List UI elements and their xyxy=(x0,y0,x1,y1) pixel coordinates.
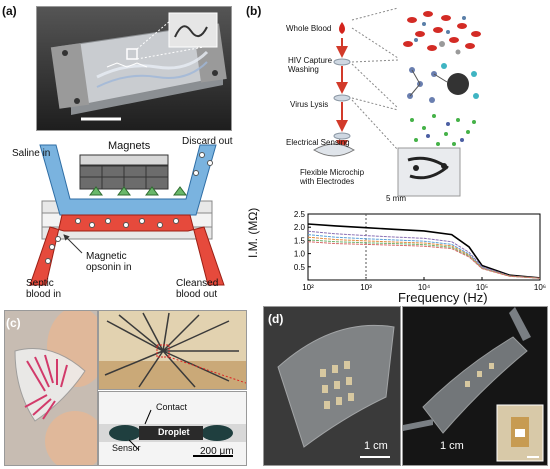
panel-c-label: (c) xyxy=(6,316,21,330)
chip-photo xyxy=(397,147,461,197)
panel-d-photo-left xyxy=(263,306,401,466)
x-tick-label: 10³ xyxy=(360,283,372,292)
transparent-sensor-image xyxy=(264,307,400,465)
series-line-0 xyxy=(307,223,541,279)
y-tick-label: 1.5 xyxy=(294,236,306,245)
magnets-label: Magnets xyxy=(108,140,151,152)
septic-blood-label: Septic blood in xyxy=(26,278,62,300)
flexible-sensor-image xyxy=(5,311,97,465)
cleansed-blood-label: Cleansed blood out xyxy=(176,278,219,300)
panel-c-photo-bottomright xyxy=(98,391,247,466)
panel-b-workflow xyxy=(313,7,482,197)
y-tick-label: 2.0 xyxy=(294,223,306,232)
electrode-array-image xyxy=(99,311,246,389)
impedance-chart: 0.5 1.0 1.5 2.0 2.5 10² 10³ 10⁴ 10⁵ 10⁶ xyxy=(294,210,546,292)
x-tick-label: 10² xyxy=(302,283,314,292)
y-tick-label: 1.0 xyxy=(294,250,306,259)
panel-a-label: (a) xyxy=(2,4,17,18)
panel-d-scale-right: 1 cm xyxy=(440,440,464,452)
step-electrical-sensing: Electrical Sensing xyxy=(286,138,350,147)
x-tick-label: 10⁵ xyxy=(476,283,488,292)
y-tick-label: 2.5 xyxy=(294,210,306,219)
magnetic-opsonin-label: Magnetic opsonin in xyxy=(86,251,132,273)
sensor-label: Sensor xyxy=(112,443,141,453)
chart-y-label: I.M. (MΩ) xyxy=(246,207,260,258)
panel-c-photo-topright xyxy=(98,310,247,390)
series-line-4 xyxy=(307,239,541,279)
x-tick-label: 10⁶ xyxy=(534,283,546,292)
panel-b-label: (b) xyxy=(246,4,262,18)
panel-a-photo xyxy=(36,6,232,131)
chip-caption: Flexible Microchip with Electrodes xyxy=(300,168,365,186)
discard-out-label: Discard out xyxy=(182,136,233,147)
contact-label: Contact xyxy=(156,402,188,412)
panel-a-diagram xyxy=(29,144,225,286)
blood-drop-icon xyxy=(339,22,345,34)
saline-in-label: Saline in xyxy=(12,148,51,159)
microfluidic-device-image xyxy=(37,7,231,130)
step-whole-blood: Whole Blood xyxy=(286,24,332,33)
flexible-chip-icon xyxy=(313,143,355,157)
panel-c-scale-label: 200 μm xyxy=(200,446,234,457)
droplet-micrograph xyxy=(99,392,246,465)
x-tick-label: 10⁴ xyxy=(418,283,431,292)
virus-lysis-image xyxy=(396,106,480,154)
blood-cells-image xyxy=(394,9,482,57)
series-line-2 xyxy=(307,234,541,279)
panel-d-photo-right xyxy=(402,306,548,466)
chip-scale-label: 5 mm xyxy=(386,194,406,203)
panel-c-photo-left xyxy=(4,310,98,466)
virus-capture-image xyxy=(396,59,480,111)
series-line-1 xyxy=(307,230,541,279)
panel-d-label: (d) xyxy=(268,312,284,326)
series-line-5 xyxy=(307,241,541,279)
plot-frame xyxy=(307,213,541,281)
stretched-sensor-image xyxy=(403,307,547,465)
step-virus-lysis: Virus Lysis xyxy=(290,100,329,109)
step-hiv-capture: HIV Capture Washing xyxy=(288,56,333,74)
panel-d-scale-left: 1 cm xyxy=(364,440,388,452)
magnets-block xyxy=(79,154,169,190)
droplet-label: Droplet xyxy=(158,427,190,437)
chart-x-label: Frequency (Hz) xyxy=(398,290,488,305)
y-tick-label: 0.5 xyxy=(294,263,306,272)
